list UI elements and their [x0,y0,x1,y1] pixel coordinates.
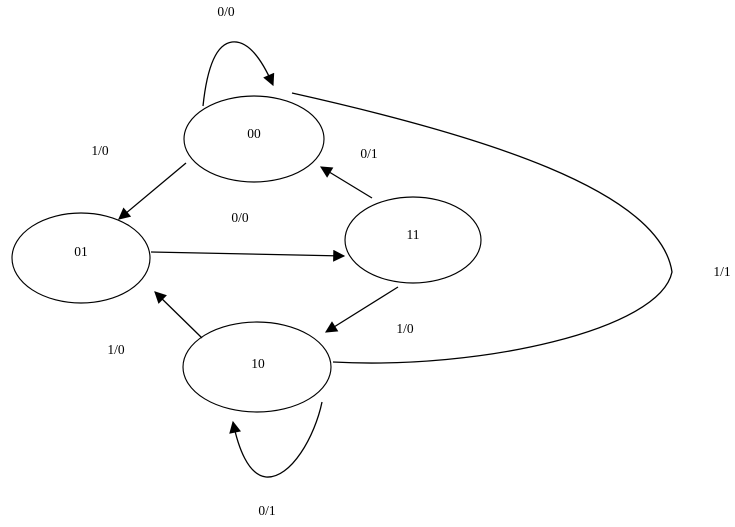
state-node-10: 10 [182,321,332,413]
transition-11-00: 0/1 [319,146,378,199]
state-11-label: 11 [407,227,420,242]
state-11-ellipse [344,196,482,284]
transition-label-10-01: 1/0 [107,342,125,357]
transition-00-01: 1/0 [91,143,187,220]
transition-label-10-10: 0/1 [258,503,275,518]
transition-10-10: 0/1 [229,401,323,518]
transition-10-00: 1/1 [291,92,731,364]
transition-label-00-00: 0/0 [217,4,235,19]
state-10-ellipse [182,321,332,413]
transition-01-11: 0/0 [150,210,346,262]
transition-11-10-arrow [324,286,399,333]
state-node-01: 01 [11,212,151,304]
transition-10-01: 1/0 [107,291,203,357]
transition-label-00-01: 1/0 [91,143,109,158]
transition-label-10-00: 1/1 [713,264,730,279]
transition-10-00-curve [291,92,673,364]
state-node-00: 00 [183,95,325,183]
transition-00-01-arrow [118,162,187,220]
transition-00-00: 0/0 [202,4,275,107]
transition-10-10-arrow [229,401,323,478]
state-00-ellipse [183,95,325,183]
transition-10-01-arrow [154,291,203,339]
state-node-11: 11 [344,196,482,284]
transition-label-11-00: 0/1 [360,146,377,161]
transition-label-01-11: 0/0 [231,210,249,225]
state-10-label: 10 [251,356,265,371]
state-01-ellipse [11,212,151,304]
transition-11-00-arrow [319,166,373,199]
transition-01-11-arrow [150,249,346,262]
transition-11-10: 1/0 [324,286,414,336]
state-00-label: 00 [247,126,261,141]
state-01-label: 01 [74,244,88,259]
transition-00-00-arrow [202,41,275,107]
transition-label-11-10: 1/0 [396,321,414,336]
